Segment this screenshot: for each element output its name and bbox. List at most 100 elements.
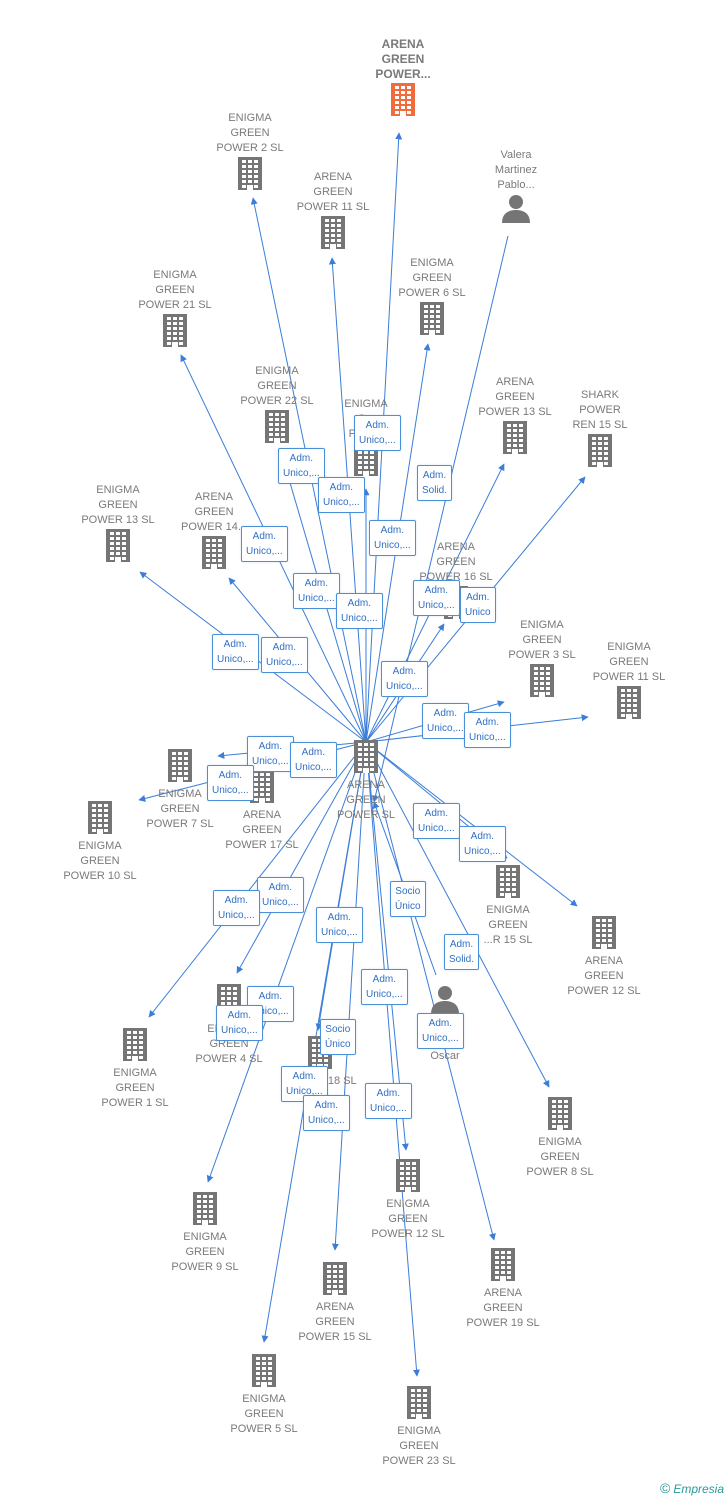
- node-label: ENIGMA GREEN ...R 15 SL: [483, 904, 533, 946]
- node-label: ENIGMA GREEN POWER 12 SL: [371, 1198, 445, 1240]
- relation-badge[interactable]: Adm. Unico,...: [417, 1013, 464, 1049]
- building-icon: [351, 739, 381, 778]
- node-e13[interactable]: ENIGMA GREEN POWER 13 SL: [63, 483, 173, 567]
- building-icon: [614, 685, 644, 724]
- relation-badge[interactable]: Adm. Unico: [460, 587, 496, 623]
- building-icon: [318, 215, 348, 254]
- relation-badge[interactable]: Adm. Unico,...: [278, 448, 325, 484]
- building-icon: [488, 1247, 518, 1286]
- relation-badge[interactable]: Adm. Unico,...: [247, 736, 294, 772]
- building-icon: [165, 748, 195, 787]
- node-a15[interactable]: ARENA GREEN POWER 15 SL: [280, 1261, 390, 1345]
- edge-center-a19: [365, 741, 496, 1241]
- building-icon: [160, 313, 190, 352]
- node-e5[interactable]: ENIGMA GREEN POWER 5 SL: [209, 1353, 319, 1437]
- brand-name: Empresia: [673, 1482, 724, 1496]
- node-label: ARENA GREEN POWER...: [375, 37, 431, 81]
- relation-badge[interactable]: Adm. Unico,...: [212, 634, 259, 670]
- node-label: ENIGMA GREEN POWER 2 SL: [216, 112, 284, 154]
- relation-badge[interactable]: Adm. Unico,...: [318, 477, 365, 513]
- relation-badge[interactable]: Adm. Unico,...: [422, 703, 469, 739]
- node-e15[interactable]: ENIGMA GREEN ...R 15 SL: [453, 864, 563, 948]
- node-e8[interactable]: ENIGMA GREEN POWER 8 SL: [505, 1096, 615, 1180]
- node-a12[interactable]: ARENA GREEN POWER 12 SL: [549, 915, 659, 999]
- node-shark[interactable]: SHARK POWER REN 15 SL: [545, 388, 655, 472]
- node-label: ARENA GREEN POWER 13 SL: [478, 376, 552, 418]
- footer-brand: ©Empresia: [660, 1480, 724, 1496]
- node-label: ENIGMA GREEN POWER 10 SL: [63, 840, 137, 882]
- relation-badge[interactable]: Adm. Solid.: [444, 934, 480, 970]
- building-icon: [585, 433, 615, 472]
- node-label: ARENA GREEN POWER 15 SL: [298, 1301, 372, 1343]
- node-center[interactable]: ARENA GREEN POWER SL: [311, 739, 421, 823]
- building-icon: [320, 1261, 350, 1300]
- relation-badge[interactable]: Adm. Unico,...: [365, 1083, 412, 1119]
- edge-center-a15: [331, 741, 367, 1251]
- node-e2[interactable]: ENIGMA GREEN POWER 2 SL: [195, 111, 305, 195]
- node-e22[interactable]: ENIGMA GREEN POWER 22 SL: [222, 364, 332, 448]
- relation-badge[interactable]: Adm. Unico,...: [459, 826, 506, 862]
- relation-badge[interactable]: Adm. Unico,...: [354, 415, 401, 451]
- building-icon: [85, 800, 115, 839]
- node-e21[interactable]: ENIGMA GREEN POWER 21 SL: [120, 268, 230, 352]
- node-label: ENIGMA GREEN POWER 3 SL: [508, 619, 576, 661]
- node-e12[interactable]: ENIGMA GREEN POWER 12 SL: [353, 1158, 463, 1242]
- node-e10[interactable]: ENIGMA GREEN POWER 10 SL: [45, 800, 155, 884]
- relation-badge[interactable]: Adm. Unico,...: [207, 765, 254, 801]
- relation-badge[interactable]: Adm. Unico,...: [316, 907, 363, 943]
- node-valera[interactable]: Valera Martinez Pablo...: [461, 148, 571, 228]
- node-e7[interactable]: ENIGMA GREEN POWER 7 SL: [125, 748, 235, 832]
- node-label: ENIGMA GREEN POWER 1 SL: [101, 1067, 169, 1109]
- relation-badge[interactable]: Adm. Unico,...: [213, 890, 260, 926]
- node-label: ENIGMA GREEN POWER 13 SL: [81, 484, 155, 526]
- node-label: ENIGMA GREEN POWER 11 SL: [592, 641, 666, 683]
- relation-badge[interactable]: Adm. Unico,...: [413, 580, 460, 616]
- node-a19[interactable]: ARENA GREEN POWER 19 SL: [448, 1247, 558, 1331]
- node-e9[interactable]: ENIGMA GREEN POWER 9 SL: [150, 1191, 260, 1275]
- node-label: ENIGMA GREEN POWER 8 SL: [526, 1136, 594, 1178]
- relation-badge[interactable]: Socio Único: [320, 1019, 356, 1055]
- relation-badge[interactable]: Adm. Unico,...: [381, 661, 428, 697]
- building-icon: [247, 769, 277, 808]
- relation-badge[interactable]: Adm. Unico,...: [216, 1005, 263, 1041]
- node-e3[interactable]: ENIGMA GREEN POWER 3 SL: [487, 618, 597, 702]
- node-e11[interactable]: ENIGMA GREEN POWER 11 SL: [574, 640, 684, 724]
- relation-badge[interactable]: Adm. Unico,...: [336, 593, 383, 629]
- relation-badge[interactable]: Adm. Unico,...: [303, 1095, 350, 1131]
- relation-badge[interactable]: Socio Único: [390, 881, 426, 917]
- relation-badge[interactable]: Adm. Unico,...: [413, 803, 460, 839]
- relation-badge[interactable]: Adm. Unico,...: [369, 520, 416, 556]
- edge-center-e4: [236, 741, 367, 974]
- relation-badge[interactable]: Adm. Unico,...: [241, 526, 288, 562]
- node-e23[interactable]: ENIGMA GREEN POWER 23 SL: [364, 1385, 474, 1469]
- node-label: ENIGMA GREEN POWER 23 SL: [382, 1425, 456, 1467]
- node-a11[interactable]: ARENA GREEN POWER 11 SL: [278, 170, 388, 254]
- node-label: ENIGMA GREEN POWER 22 SL: [240, 365, 314, 407]
- building-icon: [589, 915, 619, 954]
- building-icon: [262, 409, 292, 448]
- relation-badge[interactable]: Adm. Unico,...: [464, 712, 511, 748]
- relation-badge[interactable]: Adm. Solid.: [417, 465, 453, 501]
- building-icon: [417, 301, 447, 340]
- building-icon: [527, 663, 557, 702]
- building-icon: [235, 156, 265, 195]
- relation-badge[interactable]: Adm. Unico,...: [261, 637, 308, 673]
- relation-badge[interactable]: Adm. Unico,...: [361, 969, 408, 1005]
- person-icon: [430, 984, 460, 1019]
- node-label: ARENA GREEN POWER SL: [336, 779, 396, 821]
- node-e6[interactable]: ENIGMA GREEN POWER 6 SL: [377, 256, 487, 340]
- relation-badge[interactable]: Adm. Unico,...: [257, 877, 304, 913]
- relation-badge[interactable]: Adm. Unico,...: [290, 742, 337, 778]
- edge-center-e23: [365, 741, 420, 1377]
- node-a17[interactable]: ARENA GREEN POWER 17 SL: [207, 769, 317, 853]
- node-e1[interactable]: ENIGMA GREEN POWER 1 SL: [80, 1027, 190, 1111]
- node-label: ENIGMA GREEN POWER 7 SL: [146, 788, 214, 830]
- node-focus[interactable]: ARENA GREEN POWER...: [348, 37, 458, 121]
- edge-center-e9: [206, 741, 367, 1183]
- edge-center-e8: [365, 741, 550, 1088]
- node-label: ENIGMA GREEN POWER 9 SL: [171, 1231, 239, 1273]
- node-label: ARENA GREEN POWER 16 SL: [419, 541, 493, 583]
- node-a13[interactable]: ARENA GREEN POWER 13 SL: [460, 375, 570, 459]
- building-icon: [545, 1096, 575, 1135]
- relation-badge[interactable]: Adm. Unico,...: [293, 573, 340, 609]
